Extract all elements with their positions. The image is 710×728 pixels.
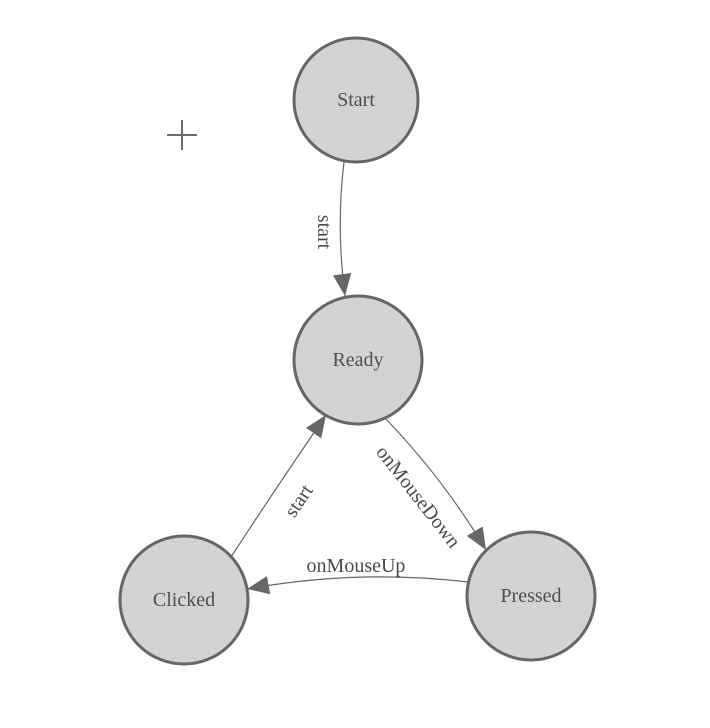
- node-label-pressed: Pressed: [500, 585, 561, 607]
- node-ready[interactable]: Ready: [292, 294, 424, 426]
- node-circle-start[interactable]: [292, 36, 420, 164]
- edge-start-to-ready[interactable]: [332, 161, 352, 297]
- edge-clicked-to-ready[interactable]: [230, 414, 327, 558]
- edge-pressed-to-clicked[interactable]: [246, 576, 469, 595]
- node-label-start: Start: [337, 89, 375, 111]
- edge-label-pressed-to-clicked: onMouseUp: [307, 555, 406, 577]
- node-clicked[interactable]: Clicked: [118, 534, 250, 666]
- edge-ready-to-pressed[interactable]: [383, 416, 487, 551]
- node-pressed[interactable]: Pressed: [465, 530, 597, 662]
- edge-label-start-to-ready: start: [313, 215, 335, 250]
- node-start[interactable]: Start: [292, 36, 420, 164]
- node-circle-clicked[interactable]: [118, 534, 250, 666]
- node-circle-pressed[interactable]: [465, 530, 597, 662]
- node-circle-ready[interactable]: [292, 294, 424, 426]
- crosshair-cursor: [167, 120, 197, 150]
- node-label-clicked: Clicked: [153, 589, 215, 611]
- node-label-ready: Ready: [332, 349, 383, 371]
- edge-label-clicked-to-ready: start: [280, 480, 318, 521]
